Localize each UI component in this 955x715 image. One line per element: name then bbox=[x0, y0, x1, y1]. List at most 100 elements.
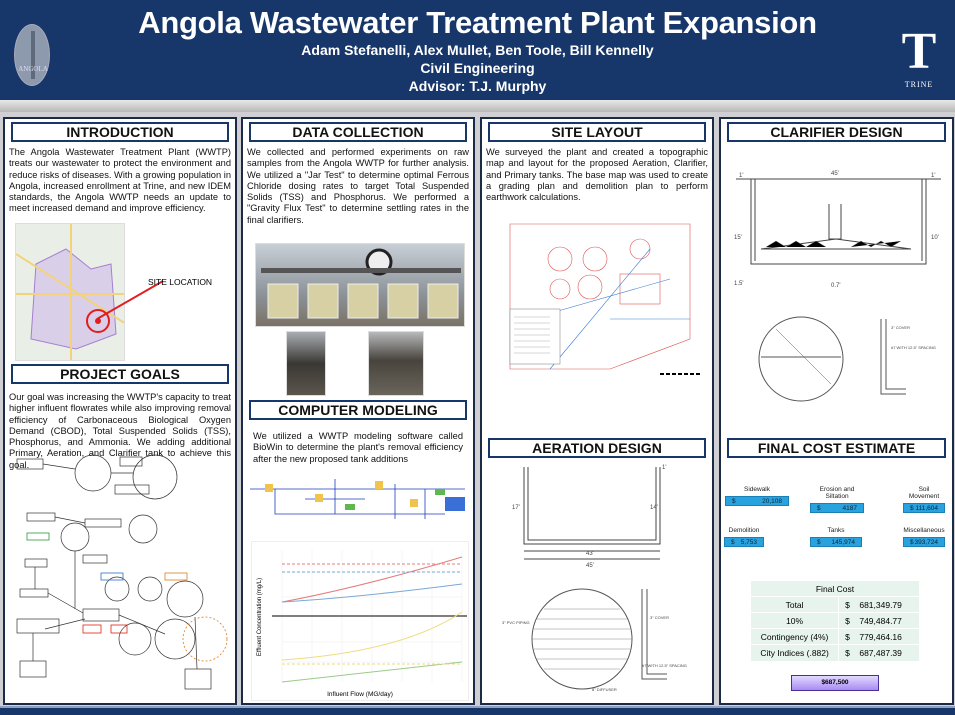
header-divider bbox=[0, 100, 955, 112]
project-goals-text: Our goal was increasing the WWTP's capac… bbox=[9, 392, 231, 470]
poster-footer bbox=[0, 706, 955, 715]
svg-text:3" COVER: 3" COVER bbox=[650, 615, 669, 620]
cost-item-value: 4187 bbox=[842, 505, 857, 512]
site-layout-heading: SITE LAYOUT bbox=[488, 122, 706, 142]
aeration-design-heading: AERATION DESIGN bbox=[488, 438, 706, 458]
data-collection-text: We collected and performed experiments o… bbox=[247, 147, 469, 225]
row-value: 681,349.79 bbox=[859, 599, 902, 610]
poster-header: ANGOLA Angola Wastewater Treatment Plant… bbox=[0, 0, 955, 100]
process-flow-diagram bbox=[16, 454, 228, 690]
seal-text: ANGOLA bbox=[18, 65, 48, 73]
chart-y-axis-label: Effluent Concentration (mg/L) bbox=[257, 577, 263, 657]
row-value: 687,487.39 bbox=[859, 647, 902, 658]
cost-item-value: 393,724 bbox=[914, 539, 939, 546]
table-row: Total $ 681,349.79 bbox=[751, 596, 919, 613]
cost-item-label: Miscellaneous bbox=[903, 527, 945, 534]
department: Civil Engineering bbox=[420, 60, 535, 76]
currency: $ bbox=[731, 539, 735, 546]
project-goals-heading: PROJECT GOALS bbox=[11, 364, 229, 384]
svg-text:45': 45' bbox=[831, 171, 839, 177]
cost-item-label: Soil Movement bbox=[908, 486, 940, 500]
beaker-photo-2 bbox=[368, 331, 424, 396]
cost-item-miscellaneous: Miscellaneous $393,724 bbox=[903, 527, 945, 547]
row-label: Contingency (4%) bbox=[751, 628, 839, 645]
svg-text:0.7': 0.7' bbox=[831, 283, 841, 289]
row-value: 749,484.77 bbox=[859, 615, 902, 626]
final-cost-estimate-heading: FINAL COST ESTIMATE bbox=[727, 438, 946, 458]
row-label: City Indices (.882) bbox=[751, 644, 839, 661]
data-collection-heading: DATA COLLECTION bbox=[249, 122, 467, 142]
currency: $ bbox=[845, 599, 850, 610]
currency: $ bbox=[817, 539, 821, 546]
currency: $ bbox=[845, 647, 850, 658]
authors: Adam Stefanelli, Alex Mullet, Ben Toole,… bbox=[301, 42, 654, 58]
table-row: Contingency (4%)$ 779,464.16 bbox=[751, 628, 919, 645]
row-label: 10% bbox=[751, 612, 839, 629]
svg-text:#7 WITH 12.5" SPACING: #7 WITH 12.5" SPACING bbox=[642, 663, 687, 668]
cost-item-soil-movement: Soil Movement $111,604 bbox=[903, 486, 945, 513]
biowin-model-diagram bbox=[250, 479, 465, 519]
advisor: Advisor: T.J. Murphy bbox=[408, 78, 547, 94]
column-1: INTRODUCTION The Angola Wastewater Treat… bbox=[3, 117, 237, 705]
svg-text:15': 15' bbox=[734, 235, 742, 241]
computer-modeling-text: We utilized a WWTP modeling software cal… bbox=[253, 431, 463, 464]
beaker-photo-1 bbox=[286, 331, 326, 396]
poster-title: Angola Wastewater Treatment Plant Expans… bbox=[138, 5, 817, 40]
site-plan-drawing bbox=[509, 223, 700, 375]
currency: $ bbox=[732, 498, 736, 505]
svg-text:1.5': 1.5' bbox=[734, 281, 744, 287]
column-3: SITE LAYOUT We surveyed the plant and cr… bbox=[480, 117, 714, 705]
cost-item-value: 5,753 bbox=[740, 539, 757, 546]
table-row: City Indices (.882) $ 687,487.39 bbox=[751, 644, 919, 661]
svg-text:1': 1' bbox=[739, 173, 743, 179]
computer-modeling-heading: COMPUTER MODELING bbox=[249, 400, 467, 420]
site-pointer-arrow bbox=[96, 280, 164, 320]
row-label: Total bbox=[751, 596, 839, 613]
chart-x-axis-label: Influent Flow (MG/day) bbox=[327, 691, 393, 698]
svg-text:8" DIFFUSER: 8" DIFFUSER bbox=[592, 687, 617, 692]
logo-letter: T bbox=[901, 23, 937, 80]
svg-text:#7 WITH 12.5" SPACING: #7 WITH 12.5" SPACING bbox=[891, 345, 936, 350]
currency: $ bbox=[910, 539, 914, 546]
cost-item-demolition: Demolition $5,753 bbox=[724, 527, 764, 547]
column-4: CLARIFIER DESIGN 1' 45' 1' 15' 10' 1.5' 0.7' 3… bbox=[719, 117, 954, 705]
svg-text:1': 1' bbox=[662, 465, 666, 471]
currency: $ bbox=[910, 505, 914, 512]
final-cost-table: Final Cost Total $ 681,349.79 10% $ 749,48… bbox=[751, 580, 919, 661]
cost-item-label: Demolition bbox=[728, 527, 760, 534]
site-map bbox=[15, 223, 125, 361]
svg-text:1': 1' bbox=[931, 173, 935, 179]
clarifier-design-drawing: 1'45'1'15'10'1.5'0.7' 3" COVER#7 WITH 12… bbox=[734, 171, 941, 402]
jar-test-photo bbox=[255, 243, 465, 327]
currency: $ bbox=[845, 631, 850, 642]
table-row: 10% $ 749,484.77 bbox=[751, 612, 919, 629]
logo-text: TRINE bbox=[904, 80, 934, 89]
clarifier-design-heading: CLARIFIER DESIGN bbox=[727, 122, 946, 142]
site-layout-text: We surveyed the plant and created a topo… bbox=[486, 147, 708, 203]
svg-text:43': 43' bbox=[586, 551, 594, 557]
currency: $ bbox=[817, 505, 821, 512]
introduction-text: The Angola Wastewater Treatment Plant (W… bbox=[9, 147, 231, 214]
svg-text:10': 10' bbox=[931, 235, 939, 241]
cost-item-value: 111,604 bbox=[915, 505, 938, 512]
cost-item-label: Sidewalk bbox=[743, 486, 770, 493]
cost-item-label: Erosion and Siltation bbox=[819, 486, 855, 500]
final-cost-total: $687,500 bbox=[791, 675, 879, 691]
angola-seal-logo: ANGOLA bbox=[14, 24, 50, 86]
introduction-heading: INTRODUCTION bbox=[11, 122, 229, 142]
cost-item-erosion: Erosion and Siltation $4187 bbox=[810, 486, 864, 513]
cost-item-value: 20,108 bbox=[762, 498, 782, 505]
svg-text:14': 14' bbox=[650, 505, 658, 511]
currency: $ bbox=[845, 615, 850, 626]
svg-text:45': 45' bbox=[586, 563, 594, 569]
site-location-label: SITE LOCATION bbox=[148, 277, 213, 287]
cost-item-value: 145,974 bbox=[831, 539, 856, 546]
column-2: DATA COLLECTION We collected and perform… bbox=[241, 117, 475, 705]
final-cost-title: Final Cost bbox=[751, 580, 919, 597]
cost-item-label: Tanks bbox=[827, 527, 845, 534]
svg-text:3" PVC PIPING: 3" PVC PIPING bbox=[502, 620, 530, 625]
effluent-concentration-chart: Effluent Concentration (mg/L) Influent F… bbox=[251, 541, 469, 701]
cost-item-sidewalk: Sidewalk $20,108 bbox=[725, 486, 789, 506]
